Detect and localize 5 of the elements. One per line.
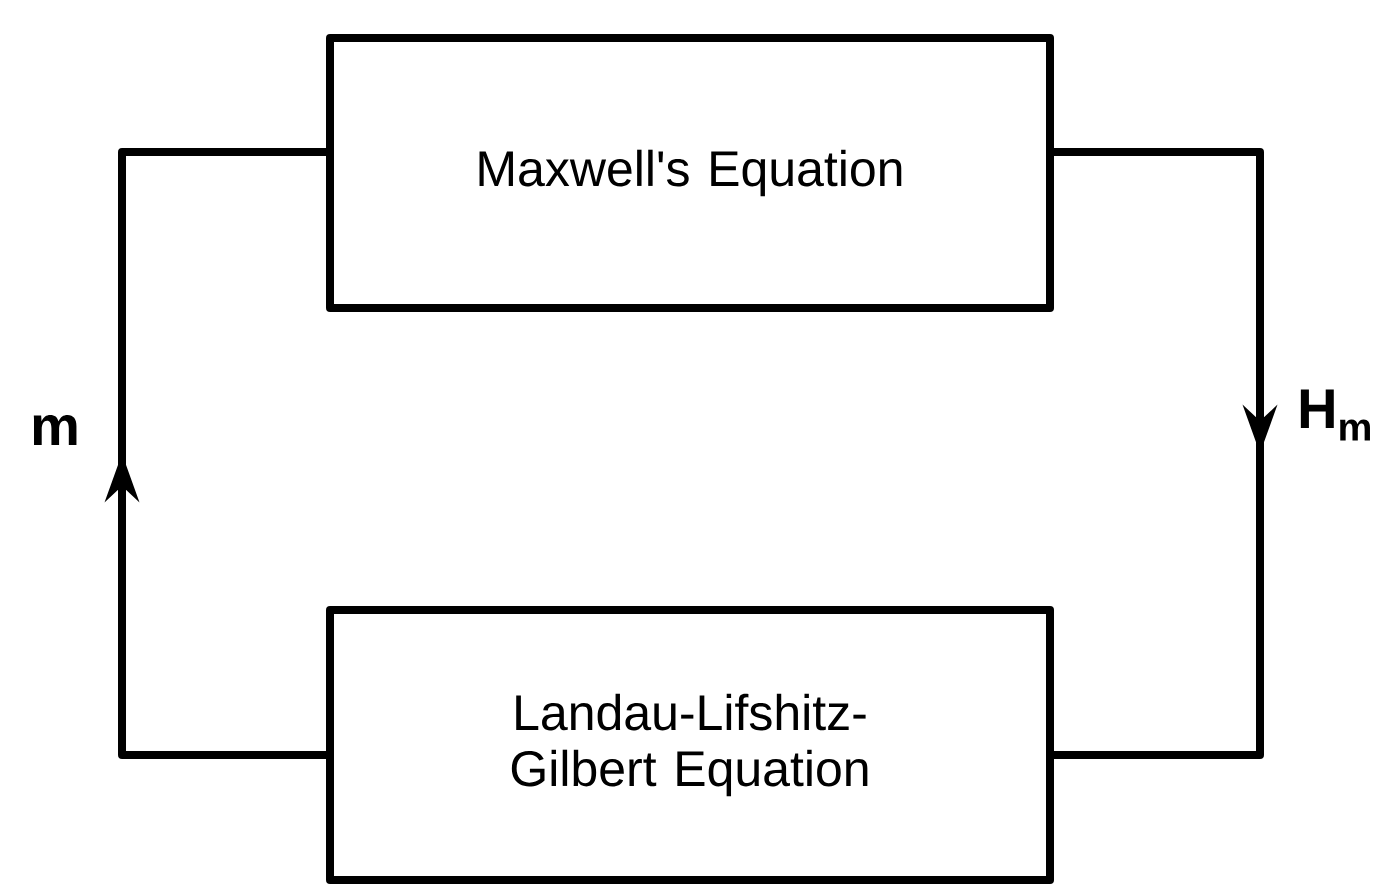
equation-box: Maxwell's Equation	[326, 34, 1054, 312]
arrow	[104, 148, 326, 759]
equation-box: Landau-Lifshitz-Gilbert Equation	[326, 606, 1054, 884]
edge-label: H$_{m}$	[1300, 389, 1370, 441]
edge-label: m	[33, 414, 77, 446]
